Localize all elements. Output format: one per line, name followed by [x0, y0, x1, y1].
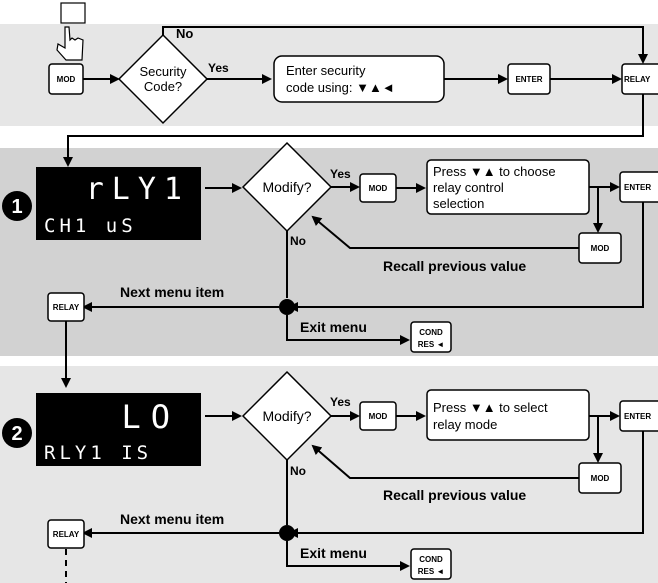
enter-key-1-label: ENTER: [624, 183, 651, 192]
press-1-line3: selection: [433, 196, 484, 211]
step-number-1: 1: [11, 196, 22, 218]
mod-key-2b-label: MOD: [591, 474, 610, 483]
relay-key-2[interactable]: RELAY: [47, 519, 85, 549]
enter-key-2-label: ENTER: [624, 412, 651, 421]
enter-key-2[interactable]: ENTER: [619, 400, 658, 432]
lcd-1-line1: rLY1: [86, 172, 190, 207]
yes-label-2: Yes: [330, 395, 351, 409]
hand-press-icon: [56, 2, 86, 61]
mod-key[interactable]: MOD: [48, 63, 84, 95]
enter-key-label: ENTER: [515, 75, 542, 84]
lcd-2-line2: RLY1 IS: [44, 442, 152, 464]
mod-key-2[interactable]: MOD: [359, 401, 397, 431]
lcd-1-line2: CH1 uS: [44, 215, 137, 237]
yes-label: Yes: [208, 61, 229, 75]
enter-code-label-1: Enter security: [286, 63, 366, 78]
mod-key-1b-label: MOD: [591, 244, 610, 253]
junction-dot-1: [279, 299, 295, 315]
next-menu-label-1: Next menu item: [120, 284, 224, 300]
mod-key-2b[interactable]: MOD: [578, 462, 622, 494]
press-1-line1: Press ▼▲ to choose: [433, 164, 556, 179]
relay-key[interactable]: RELAY: [621, 63, 658, 95]
cond-res-key-2[interactable]: COND RES ◄: [410, 548, 452, 580]
recall-label-1: Recall previous value: [383, 258, 526, 274]
modify-label-1: Modify?: [262, 179, 311, 195]
lcd-display-1: rLY1 CH1 uS: [36, 167, 201, 240]
cond-res-key-1[interactable]: COND RES ◄: [410, 321, 452, 353]
cond-2-line2: RES ◄: [418, 567, 445, 576]
next-menu-label-2: Next menu item: [120, 511, 224, 527]
step-badge-2: 2: [2, 418, 32, 448]
relay-key-1-label: RELAY: [53, 303, 80, 312]
yes-label-1: Yes: [330, 167, 351, 181]
relay-key-label: RELAY: [624, 75, 651, 84]
enter-key-1[interactable]: ENTER: [619, 171, 658, 203]
press-box-2: Press ▼▲ to select relay mode: [426, 389, 590, 441]
mod-key-1[interactable]: MOD: [359, 173, 397, 203]
mod-key-2-label: MOD: [369, 412, 388, 421]
modify-label-2: Modify?: [262, 408, 311, 424]
cond-1-line2: RES ◄: [418, 340, 445, 349]
press-1-line2: relay control: [433, 180, 504, 195]
lcd-display-2: LO RLY1 IS: [36, 393, 201, 466]
press-2-line2: relay mode: [433, 417, 497, 432]
recall-label-2: Recall previous value: [383, 487, 526, 503]
step-number-2: 2: [11, 423, 22, 445]
junction-dot-2: [279, 525, 295, 541]
no-label-1: No: [290, 234, 306, 248]
press-box-1: Press ▼▲ to choose relay control selecti…: [426, 159, 590, 215]
security-label-1: Security: [140, 64, 187, 79]
enter-code-label-2: code using: ▼▲◄: [286, 80, 395, 95]
no-label-2: No: [290, 464, 306, 478]
enter-key[interactable]: ENTER: [507, 63, 551, 95]
modify-decision-1: Modify?: [241, 141, 333, 233]
relay-key-1[interactable]: RELAY: [47, 292, 85, 322]
enter-code-box: Enter security code using: ▼▲◄: [273, 55, 445, 103]
mod-key-1b[interactable]: MOD: [578, 232, 622, 264]
relay-key-2-label: RELAY: [53, 530, 80, 539]
no-label: No: [176, 26, 193, 41]
cond-1-line1: COND: [419, 328, 443, 337]
mod-key-1-label: MOD: [369, 184, 388, 193]
exit-menu-label-1: Exit menu: [300, 319, 367, 335]
security-code-decision: Security Code?: [117, 33, 209, 125]
cond-2-line1: COND: [419, 555, 443, 564]
security-label-2: Code?: [144, 79, 182, 94]
step-badge-1: 1: [2, 191, 32, 221]
lcd-2-line1: LO: [121, 398, 180, 436]
modify-decision-2: Modify?: [241, 370, 333, 462]
mod-key-label: MOD: [57, 75, 76, 84]
press-2-line1: Press ▼▲ to select: [433, 400, 548, 415]
exit-menu-label-2: Exit menu: [300, 545, 367, 561]
